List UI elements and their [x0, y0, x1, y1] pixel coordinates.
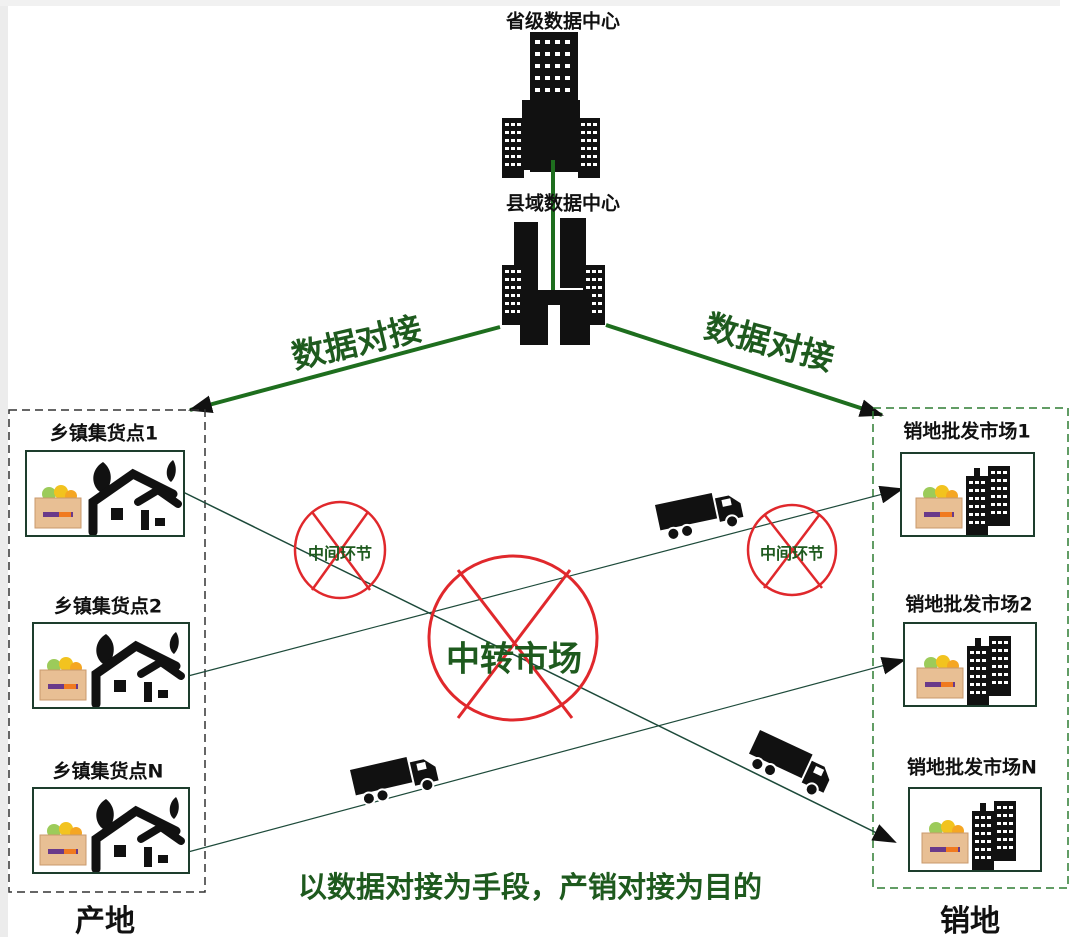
intermediate-crossed-circle-1 [293, 500, 387, 600]
provincial-data-center-icon [502, 32, 600, 178]
sales-region-label: 销地 [940, 904, 1000, 937]
intermediate-label-2: 中间环节 [759, 544, 825, 563]
truck-icon [349, 750, 442, 809]
city-buildings-icon [967, 636, 1011, 705]
produce-crate-icon [39, 821, 87, 866]
sales-region-box [872, 407, 1069, 889]
origin-region-box [8, 409, 206, 893]
market-node-2 [903, 622, 1037, 707]
top-border [0, 0, 1060, 6]
left-border [0, 0, 8, 937]
origin-node-1 [25, 450, 185, 537]
data-link-right-arrow [605, 323, 884, 417]
county-data-center-icon [502, 218, 605, 345]
origin-node-2 [32, 622, 190, 709]
provincial-data-center-label: 省级数据中心 [505, 10, 621, 33]
city-buildings-icon [972, 801, 1016, 870]
produce-crate-icon [921, 819, 969, 864]
origin-node-label-1: 乡镇集货点1 [49, 422, 159, 445]
market-node-N [908, 787, 1042, 872]
intermediate-crossed-circle-2 [746, 503, 838, 597]
slogan: 以数据对接为手段，产销对接为目的 [297, 870, 763, 904]
data-link-left-arrow [188, 325, 501, 414]
intermediate-label-1: 中间环节 [307, 544, 373, 563]
flow-line-1-to-N [182, 491, 897, 843]
origin-node-label-N: 乡镇集货点N [52, 760, 164, 783]
market-node-label-2: 销地批发市场2 [905, 593, 1033, 616]
farmhouse-icon [93, 460, 178, 532]
farmhouse-icon [96, 797, 181, 869]
flow-line-N-to-2 [187, 657, 906, 853]
origin-node-N [32, 787, 190, 874]
city-buildings-icon [966, 466, 1010, 535]
origin-region-label: 产地 [75, 904, 135, 937]
produce-crate-icon [915, 484, 963, 529]
origin-node-label-2: 乡镇集货点2 [53, 595, 163, 618]
flow-line-2-to-1 [187, 485, 904, 677]
produce-crate-icon [34, 484, 82, 529]
market-node-1 [900, 452, 1035, 537]
transfer-market-crossed-circle [427, 554, 599, 722]
farmhouse-icon [96, 632, 181, 704]
market-node-label-1: 销地批发市场1 [903, 420, 1031, 443]
produce-crate-icon [39, 656, 87, 701]
truck-icon [742, 729, 838, 801]
produce-crate-icon [916, 654, 964, 699]
market-node-label-N: 销地批发市场N [907, 756, 1037, 779]
county-data-center-label: 县域数据中心 [505, 192, 621, 215]
transfer-market-label: 中转市场 [446, 639, 582, 680]
